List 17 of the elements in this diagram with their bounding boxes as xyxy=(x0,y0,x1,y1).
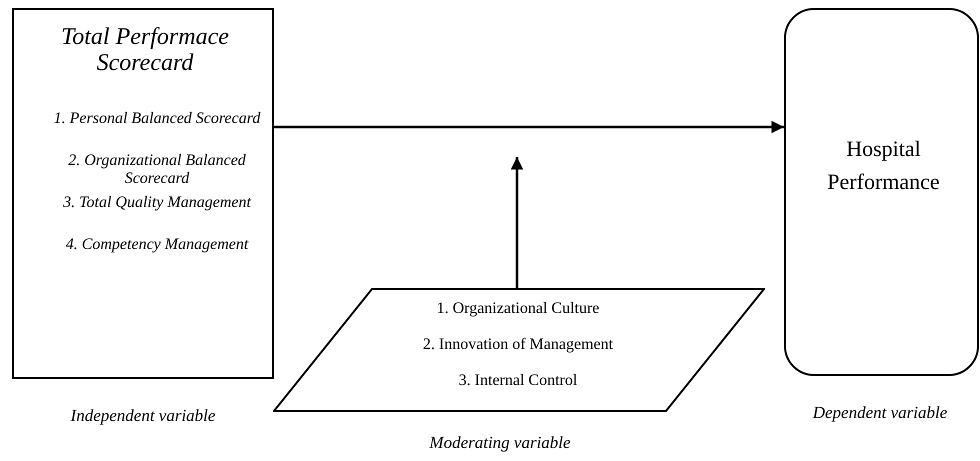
node-text: 2. Innovation of Management xyxy=(422,336,614,354)
node-text: Hospital Performance xyxy=(826,135,941,196)
arrow xyxy=(510,157,524,288)
node-text: 2. Organizational Balanced Scorecard xyxy=(67,152,247,189)
variable-box xyxy=(12,8,274,379)
parallelogram xyxy=(273,288,765,412)
node-text: 1. Organizational Culture xyxy=(436,300,600,318)
node-text: 3. Total Quality Management xyxy=(62,194,252,212)
node-text: 4. Competency Management xyxy=(64,236,250,254)
variable-caption: Independent variable xyxy=(70,406,216,426)
rounded-box xyxy=(784,8,979,376)
variable-caption: Moderating variable xyxy=(428,433,572,453)
node-text: 3. Internal Control xyxy=(458,372,578,390)
arrow xyxy=(274,120,784,134)
variable-caption: Dependent variable xyxy=(812,403,948,423)
heading: Total Performace Scorecard xyxy=(60,24,230,77)
node-text: 1. Personal Balanced Scorecard xyxy=(52,110,262,128)
